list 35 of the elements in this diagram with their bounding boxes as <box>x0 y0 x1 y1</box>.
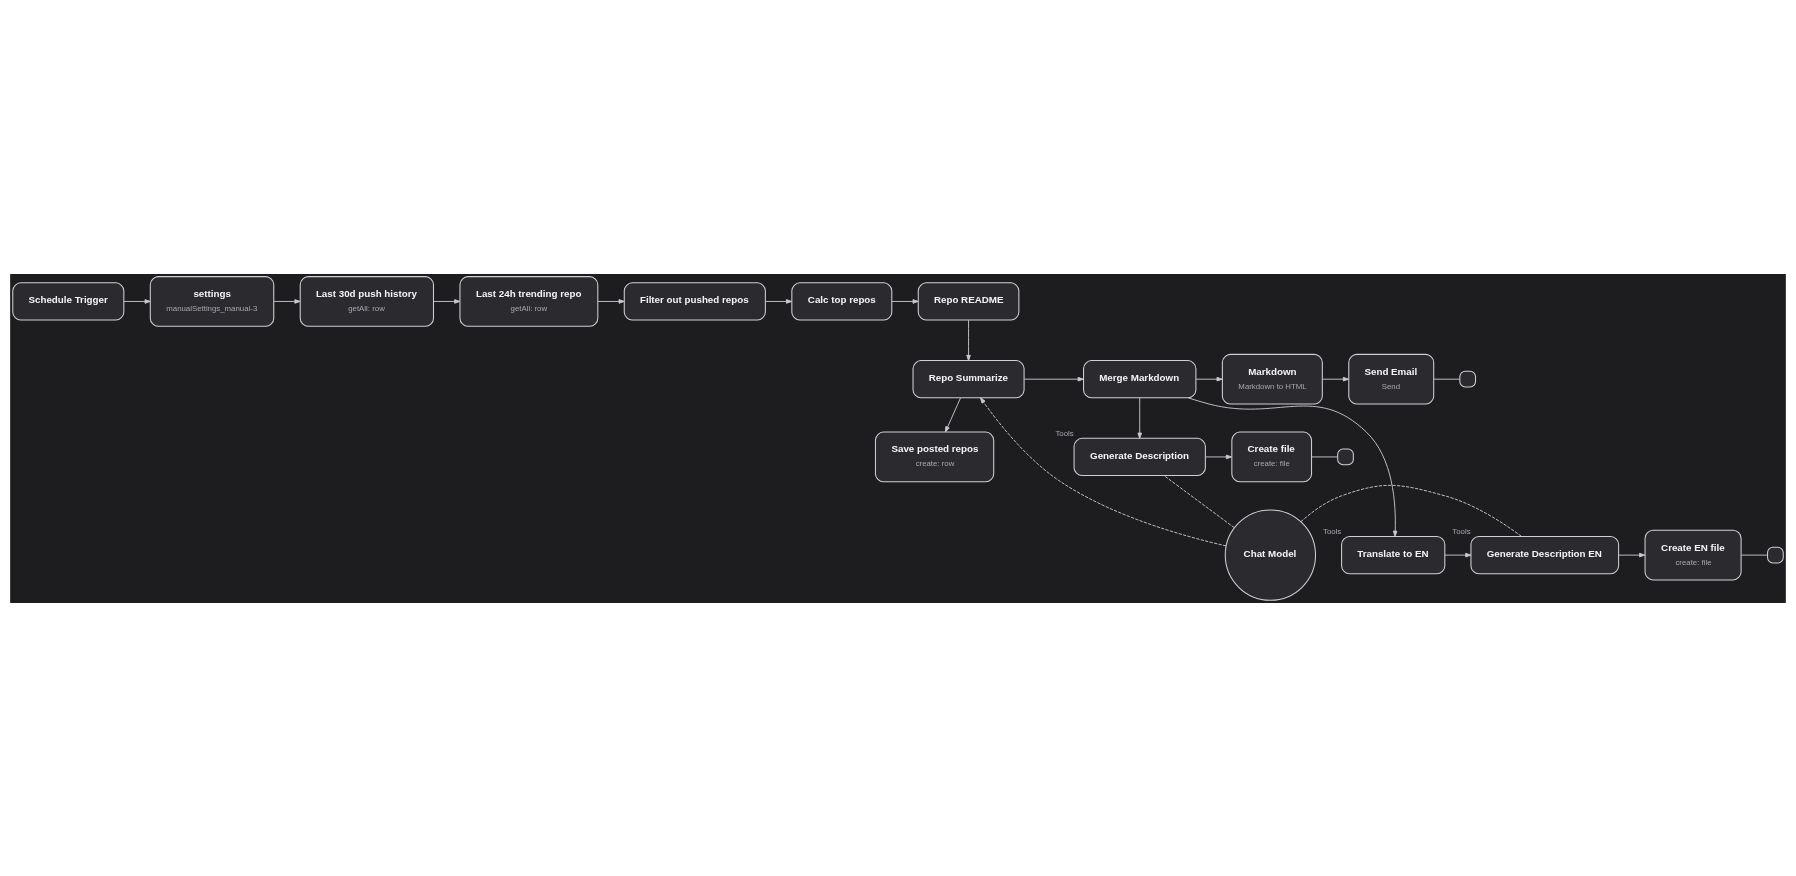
arrow <box>1137 397 1142 439</box>
arrow <box>273 298 301 304</box>
arrow <box>944 397 961 432</box>
node-box: Translate to EN <box>1341 535 1446 574</box>
node-box: Calc top repos <box>791 281 893 321</box>
arrow <box>1205 454 1233 459</box>
node-box <box>1337 448 1354 465</box>
connector <box>1311 455 1339 457</box>
arrow <box>891 298 919 304</box>
arrow <box>1187 396 1398 537</box>
node-box: Generate Description <box>1073 437 1206 476</box>
arrow <box>1618 552 1646 557</box>
arrow <box>1023 376 1084 381</box>
connector <box>1300 484 1523 537</box>
node-box: Generate Description EN <box>1470 535 1620 574</box>
arrow <box>123 298 151 304</box>
connector <box>1163 474 1235 528</box>
arrow <box>1195 376 1223 381</box>
connector <box>1433 378 1461 380</box>
arrow <box>966 319 971 361</box>
node-box: Filter out pushed repos <box>623 281 766 321</box>
node-circle: Chat Model <box>1224 508 1317 601</box>
node-box: Repo Summarize <box>912 359 1025 398</box>
node-box <box>1459 370 1477 388</box>
node-box: Merge Markdown <box>1083 359 1197 398</box>
connector <box>1740 554 1768 556</box>
arrow <box>1444 552 1472 557</box>
arrow <box>1322 376 1349 381</box>
arrow <box>765 298 793 304</box>
node-box: Schedule Trigger <box>12 281 125 321</box>
arrow <box>980 396 1227 546</box>
node-box <box>1767 546 1784 563</box>
arrow <box>597 298 625 304</box>
node-box: Repo README <box>917 281 1020 321</box>
arrow <box>433 298 461 304</box>
